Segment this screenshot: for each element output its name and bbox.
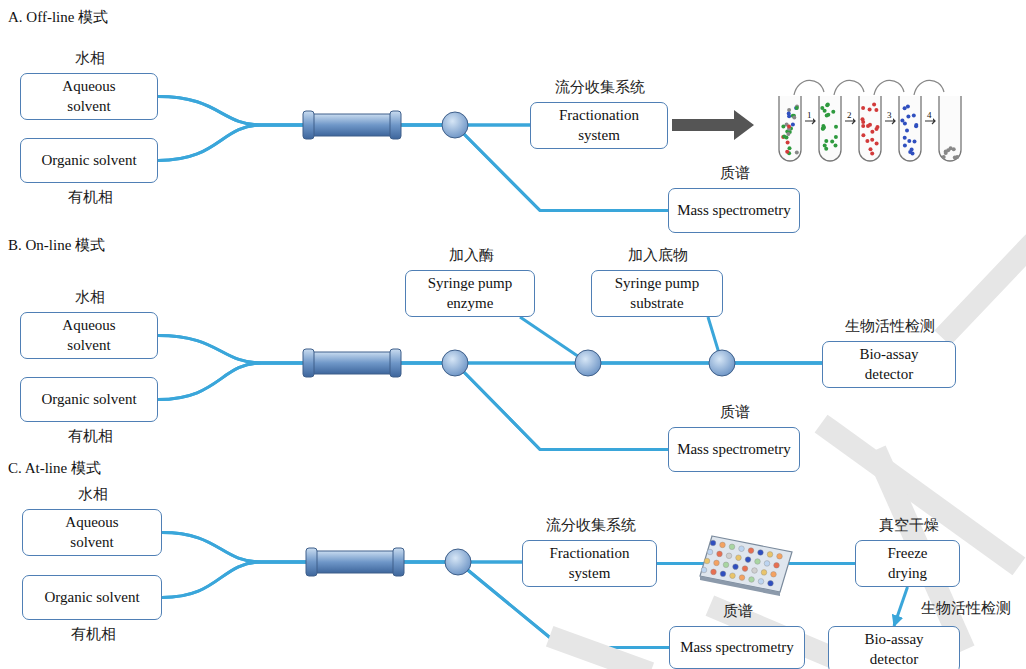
- box-text: Organic solvent: [41, 151, 137, 171]
- splitter: [442, 350, 468, 376]
- hplc-column: [303, 111, 401, 139]
- collection-arrow: [672, 110, 754, 140]
- section-title: B. On-line 模式: [8, 236, 105, 255]
- process-box: 流分收集系统Fractionation system: [530, 102, 668, 149]
- section-title: A. Off-line 模式: [8, 8, 108, 27]
- box-heading: 生物活性检测: [921, 599, 1011, 618]
- test-tube: [859, 96, 881, 161]
- process-box: 生物活性检测Bio-assay detector: [828, 626, 960, 669]
- box-text: Aqueous solvent: [41, 316, 137, 355]
- box-text: Aqueous solvent: [41, 77, 137, 116]
- process-box: 质谱Mass spectrometry: [668, 427, 800, 472]
- process-box: 水相Aqueous solvent: [20, 73, 158, 120]
- box-heading: 质谱: [723, 602, 753, 621]
- box-heading: 加入底物: [628, 246, 688, 265]
- process-box: 生物活性检测Bio-assay detector: [822, 341, 956, 388]
- box-text: Fractionation system: [539, 106, 659, 145]
- box-text: Bio-assay detector: [839, 630, 949, 669]
- process-box: Organic solvent有机相: [20, 377, 158, 422]
- box-text: Organic solvent: [41, 390, 137, 410]
- box-heading: 有机相: [68, 188, 113, 207]
- step-number: 4: [926, 110, 933, 120]
- box-heading: 生物活性检测: [845, 317, 935, 336]
- process-box: 加入酶Syringe pump enzyme: [405, 270, 535, 317]
- process-box: Organic solvent有机相: [22, 575, 162, 620]
- mixing-tee: [575, 350, 601, 376]
- process-box: 流分收集系统Fractionation system: [522, 540, 657, 587]
- process-box: 水相Aqueous solvent: [22, 509, 162, 556]
- splitter: [445, 549, 471, 575]
- step-number: 2: [846, 110, 853, 120]
- box-text: Syringe pump enzyme: [413, 274, 527, 313]
- hplc-column: [306, 548, 404, 576]
- box-text: Aqueous solvent: [44, 513, 140, 552]
- box-heading: 真空干燥: [879, 516, 939, 535]
- flow-line: [158, 97, 668, 211]
- mixing-tee: [709, 350, 735, 376]
- process-box: 加入底物Syringe pump substrate: [591, 270, 723, 317]
- section-title: C. At-line 模式: [8, 459, 101, 478]
- box-heading: 水相: [75, 288, 105, 307]
- box-heading: 流分收集系统: [555, 78, 645, 97]
- box-text: Syringe pump substrate: [599, 274, 715, 313]
- test-tubes: [779, 80, 961, 161]
- flow-line: [520, 317, 822, 363]
- box-heading: 质谱: [720, 164, 750, 183]
- box-text: Bio-assay detector: [834, 345, 944, 384]
- box-heading: 有机相: [71, 625, 116, 644]
- test-tube: [899, 96, 921, 161]
- test-tube: [779, 96, 801, 161]
- process-box: 质谱Mass spectrometry: [669, 626, 805, 669]
- step-number: 3: [886, 110, 893, 120]
- test-tube: [939, 96, 961, 161]
- test-tube: [819, 96, 841, 161]
- flow-line: [158, 336, 668, 450]
- flow-line: [162, 533, 669, 648]
- box-text: Mass spectrometry: [679, 638, 795, 658]
- box-heading: 有机相: [68, 427, 113, 446]
- box-heading: 加入酶: [449, 246, 494, 265]
- process-box: 质谱Mass spectrometry: [668, 188, 800, 233]
- box-text: Fractionation system: [530, 544, 650, 583]
- box-heading: 水相: [78, 485, 108, 504]
- box-text: Mass spectrometry: [676, 201, 792, 221]
- box-heading: 流分收集系统: [546, 516, 636, 535]
- process-box: 水相Aqueous solvent: [20, 312, 158, 359]
- splitter: [442, 112, 468, 138]
- watermark: [560, 250, 1026, 669]
- box-text: Organic solvent: [44, 588, 140, 608]
- step-number: 1: [806, 110, 813, 120]
- box-heading: 水相: [75, 49, 105, 68]
- well-plate: [700, 536, 792, 596]
- box-heading: 质谱: [720, 403, 750, 422]
- box-text: Freeze drying: [868, 544, 948, 583]
- process-box: 真空干燥Freeze drying: [855, 540, 960, 587]
- flow-line: [894, 587, 908, 626]
- process-box: Organic solvent有机相: [20, 138, 158, 183]
- box-text: Mass spectrometry: [676, 440, 792, 460]
- hplc-column: [303, 349, 401, 377]
